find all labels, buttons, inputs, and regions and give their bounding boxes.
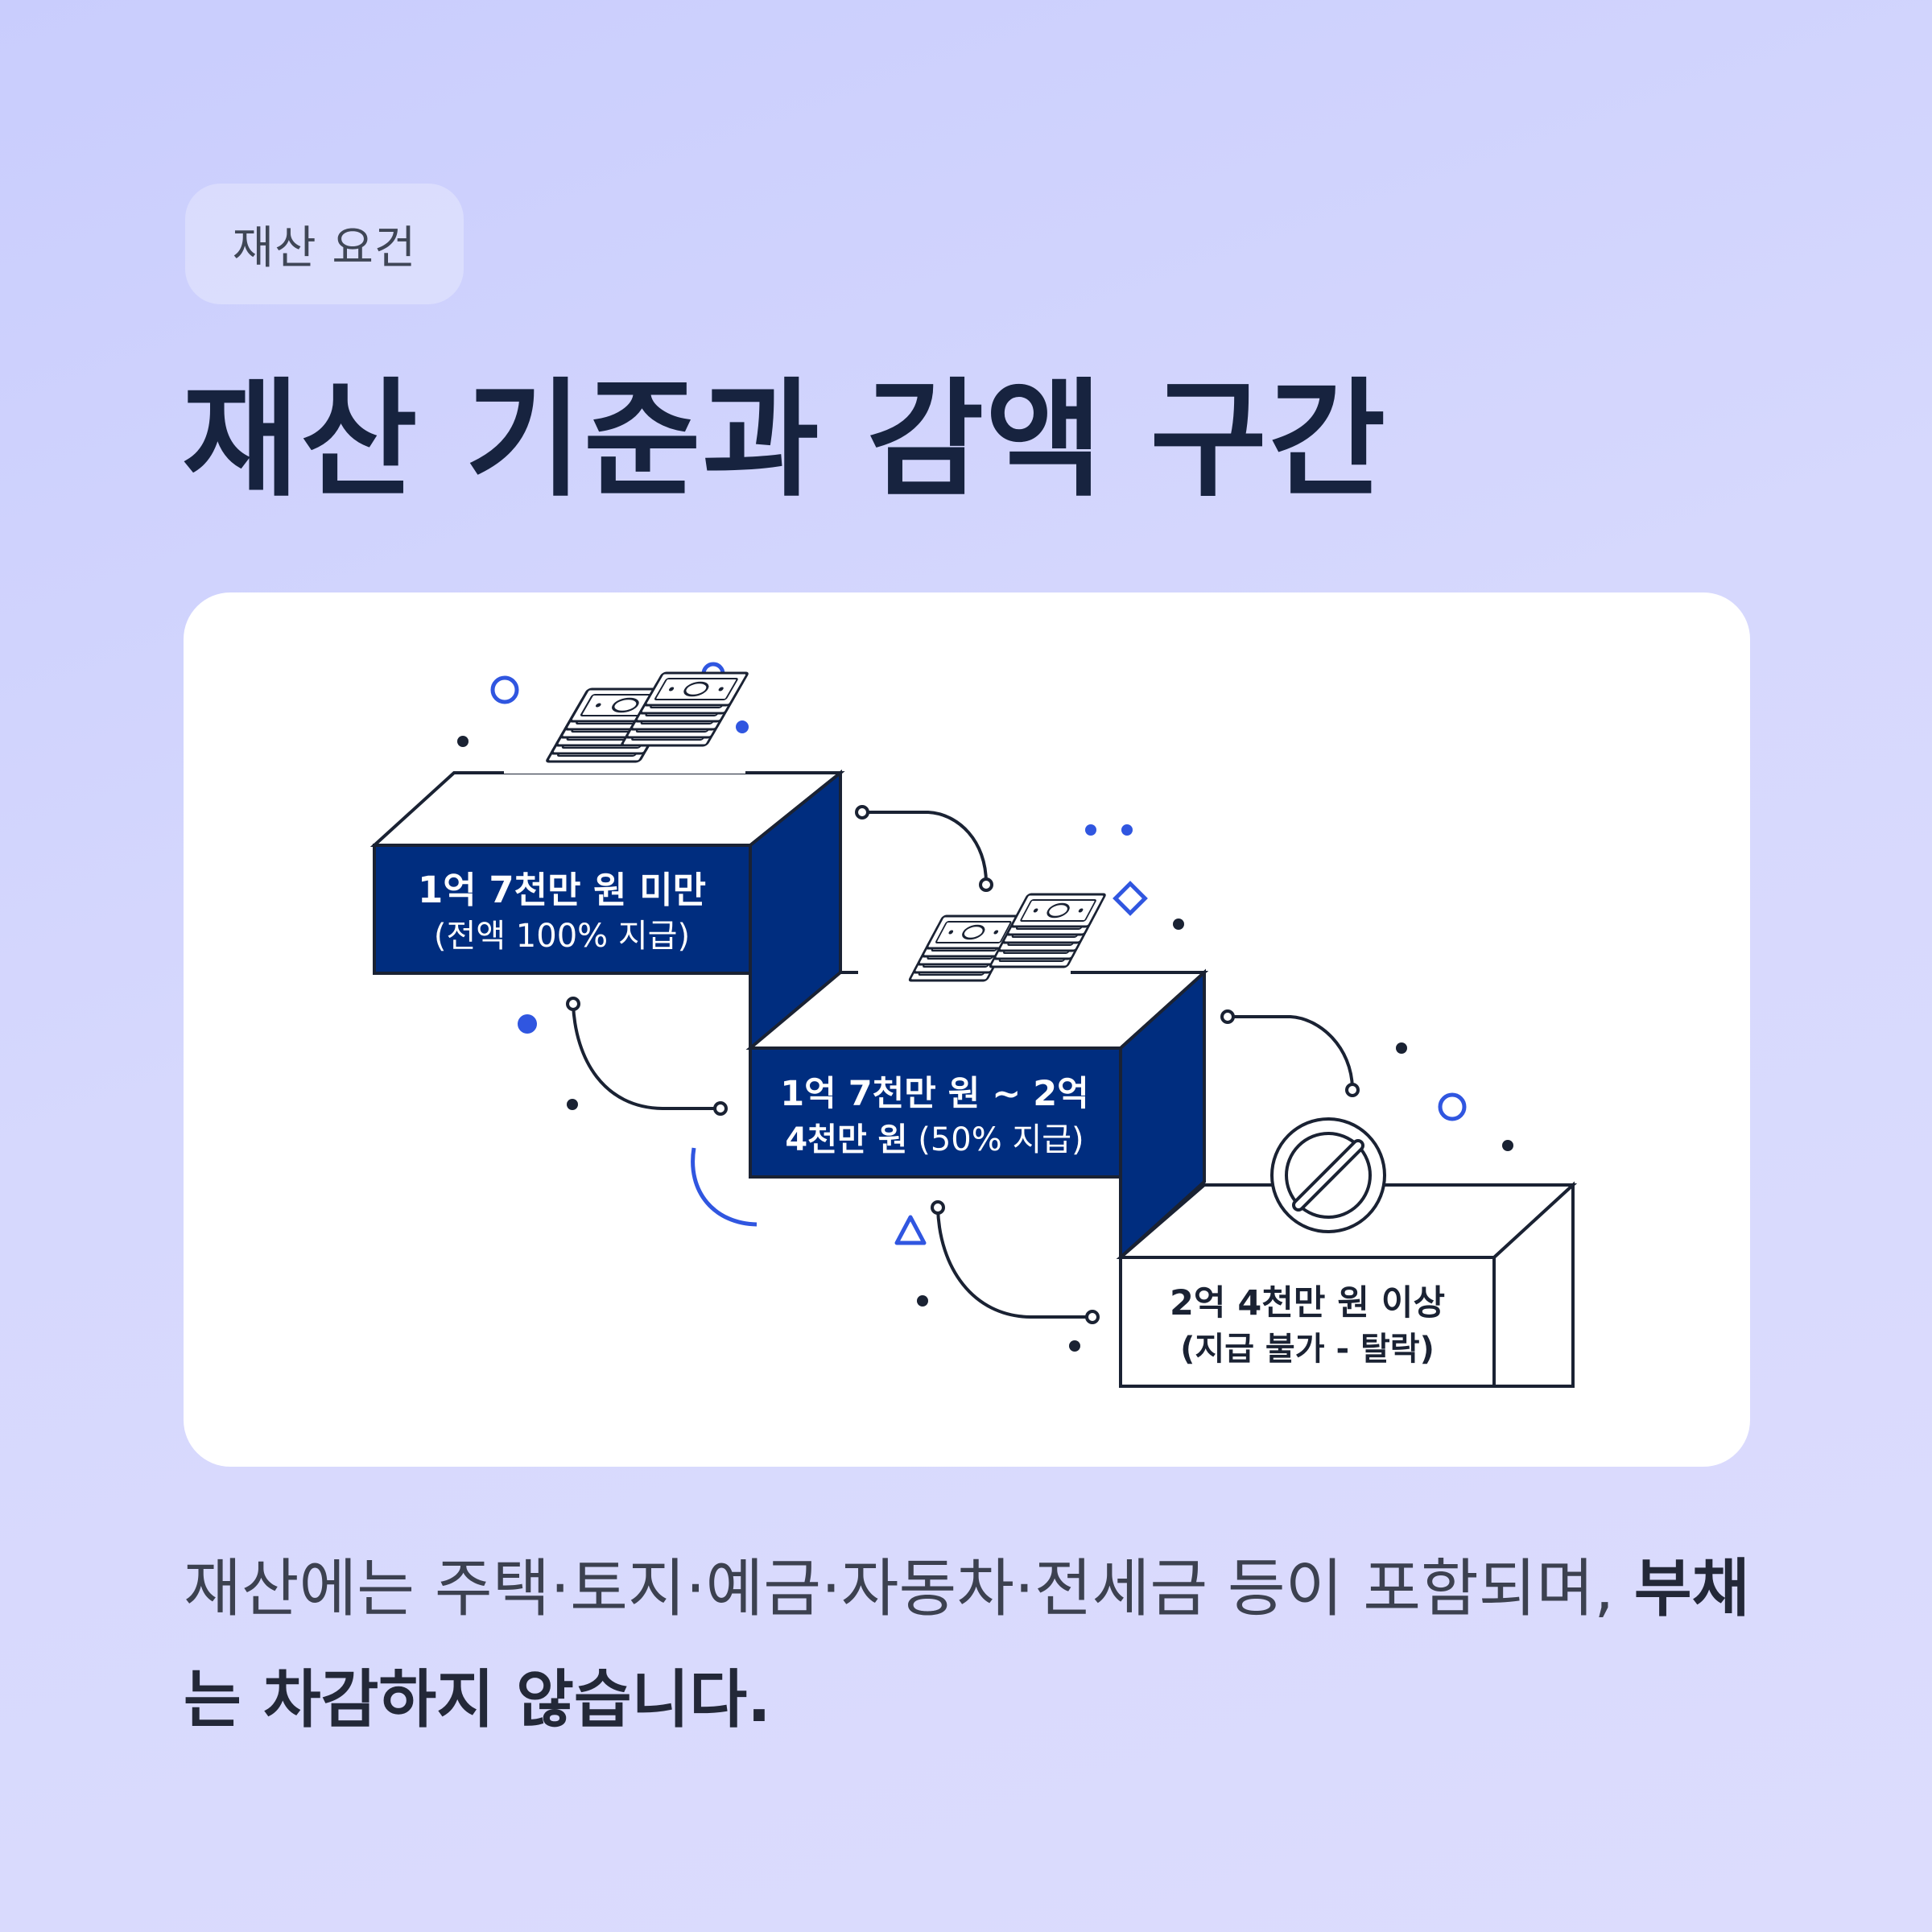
prohibited-icon — [1270, 1117, 1386, 1233]
step-2-note: 4천만 원 (50% 지급) — [785, 1121, 1084, 1158]
step-1-note: (전액 100% 지급) — [434, 918, 690, 955]
step-2-block — [745, 968, 1209, 1261]
step-1-block — [369, 769, 845, 1067]
step-3-note: (지급 불가 - 탈락) — [1180, 1331, 1435, 1368]
connectors — [566, 805, 1360, 1324]
step-1-amount: 1억 7천만 원 미만 — [418, 869, 706, 911]
step-2-rate: (50% 지급) — [908, 1121, 1084, 1158]
description-plain: 재산에는 주택·토지·예금·자동차·전세금 등이 포함되며, — [184, 1553, 1634, 1625]
step-2-amount: 1억 7천만 원 ~ 2억 — [780, 1074, 1088, 1114]
description-emphasis: 부채는 차감하지 않습니다. — [184, 1553, 1750, 1736]
staircase-illustration: 1억 7천만 원 미만 (전액 100% 지급) 1억 7천만 원 ~ 2억 4… — [369, 662, 1578, 1388]
decorations — [457, 662, 1513, 1352]
money-stacks-icon — [858, 893, 1107, 982]
step-3-amount: 2억 4천만 원 이상 — [1170, 1283, 1445, 1323]
step-2-amount-cont: 4천만 원 — [785, 1121, 907, 1158]
section-tag-label: 재산 요건 — [232, 221, 417, 275]
illustration-card: 1억 7천만 원 미만 (전액 100% 지급) 1억 7천만 원 ~ 2억 4… — [184, 592, 1750, 1467]
section-tag: 재산 요건 — [185, 184, 464, 304]
description: 재산에는 주택·토지·예금·자동차·전세금 등이 포함되며, 부채는 차감하지 … — [184, 1534, 1761, 1756]
money-stack-icon — [504, 671, 750, 774]
page-title: 재산 기준과 감액 구간 — [182, 366, 1388, 514]
